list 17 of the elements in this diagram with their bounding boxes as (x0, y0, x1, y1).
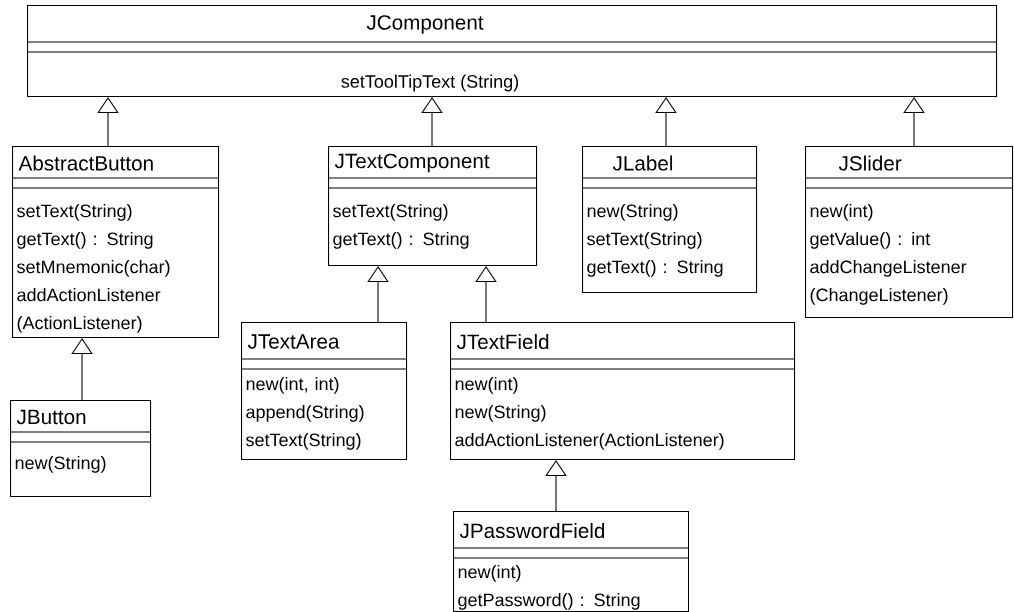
inheritance-arrow (421, 97, 443, 147)
class-box: JComponent setToolTipText (String) (26, 5, 998, 98)
class-box: JTextComponent setText(String) getText() : String (327, 146, 538, 267)
inheritance-arrow (475, 266, 497, 323)
class-box: JSlider new(int) getValue() : int addChangeListener (ChangeListener) (804, 146, 1014, 319)
class-box: JTextField new(int) new(String) addActionListener(ActionListener) (449, 322, 796, 461)
class-box: JButton new(String) (9, 400, 152, 498)
inheritance-arrow (367, 266, 389, 323)
inheritance-arrow (71, 338, 93, 401)
inheritance-arrow (655, 97, 677, 147)
class-box: JLabel new(String) setText(String) getText() : String (581, 146, 758, 294)
inheritance-arrow (903, 97, 925, 147)
class-box: JPasswordField new(int) getPassword() : String (452, 511, 690, 612)
inheritance-arrow (545, 460, 567, 512)
class-box: AbstractButton setText(String) getText() : String setMnemonic(char) addActionListener (ActionListener) (11, 146, 220, 339)
class-box: JTextArea new(int, int) append(String) setText(String) (240, 322, 408, 461)
inheritance-arrow (97, 97, 119, 147)
